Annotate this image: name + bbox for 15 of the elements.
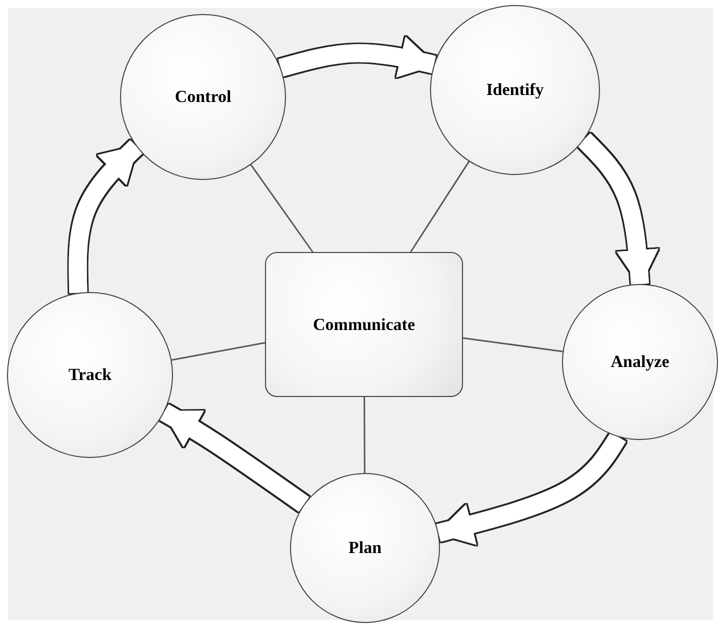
connector-line [171,342,266,361]
node-label: Analyze [610,352,670,372]
connector-line [410,161,470,252]
node-label: Identify [486,80,544,100]
connector-line [250,164,314,252]
connector-line [462,337,563,352]
block-arrow [160,404,310,512]
node-label: Track [68,365,112,385]
connector-line [364,397,366,473]
node-label: Control [174,87,232,107]
node-label: Communicate [313,314,415,334]
process-box [265,252,463,397]
node-label: Plan [348,538,382,558]
block-arrow [578,133,658,286]
block-arrow [436,432,626,545]
